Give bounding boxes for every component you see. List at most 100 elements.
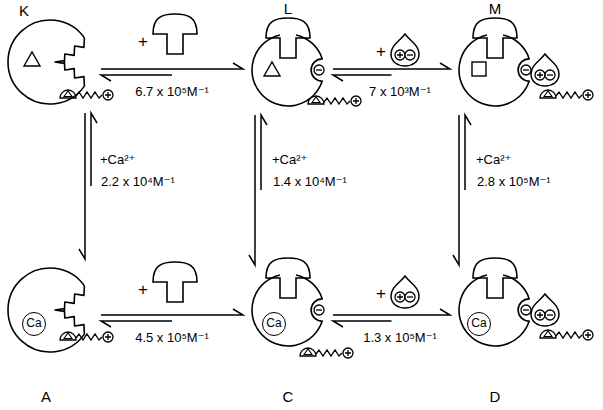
arrow-line [101, 75, 172, 81]
protein-outline [459, 274, 531, 346]
equilibrium-constant: 1.4 x 10⁴M⁻¹ [272, 175, 348, 190]
arrow-line [91, 113, 97, 186]
charge-symbol [521, 305, 531, 315]
free-ligand [391, 34, 419, 66]
constant-box: 6.7 x 10⁵M⁻¹ [134, 82, 210, 100]
protein-outline-path [252, 275, 322, 346]
arrow-line [333, 309, 450, 315]
protein-outline-path [252, 35, 322, 106]
constant-box: 2.2 x 10⁴M⁻¹ [100, 172, 176, 190]
peptide [60, 332, 113, 342]
reactant-label: + [138, 280, 148, 300]
equilibrium-arrow [249, 115, 267, 265]
reactant-label: + [376, 42, 386, 62]
constant-box: 4.5 x 10⁵M⁻¹ [134, 328, 210, 346]
reactant-label-box: + [138, 32, 148, 52]
reactant-label-box: +Ca²⁺ [100, 150, 135, 168]
peptide [540, 90, 593, 100]
equilibrium-constant: 1.3 x 10⁵M⁻¹ [362, 331, 438, 346]
reactant-label-box: + [376, 284, 386, 304]
state-letter: L [284, 0, 292, 17]
state-heading-box: D [490, 388, 501, 406]
charge-symbol [521, 65, 531, 75]
equilibrium-arrow [101, 63, 243, 81]
protein-state: DCa [459, 274, 531, 346]
protein-outline [8, 20, 92, 104]
site-triangle [24, 52, 40, 66]
equilibrium-constant: 7 x 10³M⁻¹ [368, 85, 432, 100]
protein-outline [459, 34, 531, 106]
protein-outline [252, 274, 324, 346]
protein-outline-path [459, 275, 529, 346]
protein-outline-path [8, 268, 84, 352]
charge-symbol [314, 305, 324, 315]
bound-ligand [531, 294, 559, 326]
equilibrium-arrow [453, 115, 471, 265]
protein-state: K [8, 20, 92, 104]
free-protein [153, 14, 197, 54]
reactant-label-box: +Ca²⁺ [476, 150, 511, 168]
calcium-ion: Ca [262, 312, 286, 336]
arrow-line [333, 75, 392, 81]
constant-box: 7 x 10³M⁻¹ [368, 82, 432, 100]
ion-symbol: Ca [26, 317, 41, 331]
site-triangle [264, 62, 280, 76]
reactant-label: +Ca²⁺ [476, 153, 511, 168]
peptide [60, 90, 113, 100]
state-letter: K [19, 2, 29, 19]
charge-symbol [314, 65, 324, 75]
reactant-label-box: + [138, 280, 148, 300]
reactant-label-box: +Ca²⁺ [272, 150, 307, 168]
free-ligand [391, 276, 419, 308]
ion-symbol: Ca [471, 317, 486, 331]
equilibrium-arrow [79, 113, 97, 259]
reactant-label: +Ca²⁺ [272, 153, 307, 168]
arrow-line [261, 115, 267, 190]
arrow-line [101, 63, 243, 69]
bound-ligand [531, 54, 559, 86]
constant-box: 2.8 x 10⁵M⁻¹ [476, 172, 552, 190]
state-heading-box: C [283, 388, 294, 406]
arrow-line [249, 115, 255, 265]
equilibrium-arrow [333, 63, 450, 81]
equilibrium-constant: 4.5 x 10⁵M⁻¹ [134, 331, 210, 346]
protein-state: CCa [252, 274, 324, 346]
calcium-ion: Ca [467, 312, 491, 336]
arrow-line [79, 113, 85, 259]
arrow-line [453, 115, 459, 265]
reactant-label: +Ca²⁺ [100, 153, 135, 168]
state-heading-box: A [41, 388, 51, 406]
state-letter: A [41, 388, 51, 405]
state-heading-box: K [19, 2, 29, 20]
reactant-label: + [138, 32, 148, 52]
constant-box: 1.3 x 10⁵M⁻¹ [362, 328, 438, 346]
protein-state: M [459, 34, 531, 106]
state-heading-box: M [489, 0, 502, 18]
state-letter: M [489, 0, 502, 17]
reactant-label-box: + [376, 42, 386, 62]
equilibrium-arrow [101, 309, 243, 327]
protein-outline [252, 34, 324, 106]
calcium-ion: Ca [22, 312, 46, 336]
peptide [308, 96, 361, 106]
equilibrium-constant: 2.8 x 10⁵M⁻¹ [476, 175, 552, 190]
protein-outline-path [8, 20, 84, 104]
equilibrium-constant: 2.2 x 10⁴M⁻¹ [100, 175, 176, 190]
state-letter: C [283, 388, 294, 405]
equilibrium-arrow [333, 309, 450, 327]
protein-state: ACa [8, 268, 92, 352]
protein-outline [8, 268, 92, 352]
free-protein [153, 262, 197, 302]
state-heading-box: L [284, 0, 292, 18]
equilibrium-constant: 6.7 x 10⁵M⁻¹ [134, 85, 210, 100]
arrow-line [101, 309, 243, 315]
arrow-line [101, 321, 172, 327]
constant-box: 1.4 x 10⁴M⁻¹ [272, 172, 348, 190]
site-square [472, 62, 486, 76]
arrow-line [333, 63, 450, 69]
reactant-label: + [376, 284, 386, 304]
